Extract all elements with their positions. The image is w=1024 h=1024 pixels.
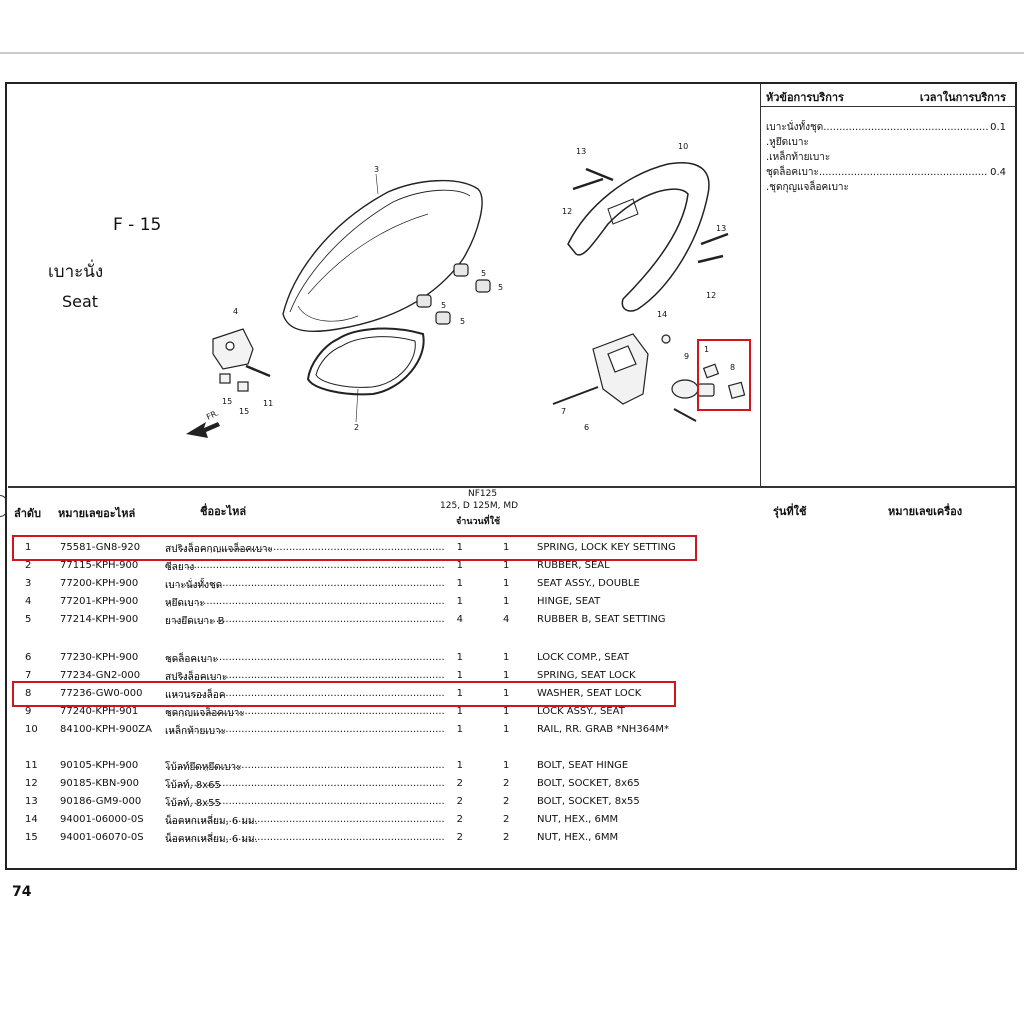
seat-drawing — [282, 179, 483, 333]
callout: 14 — [657, 310, 667, 319]
col-header-no: ลำดับ — [14, 507, 42, 520]
top-divider — [0, 52, 1024, 54]
callout: 9 — [684, 352, 689, 361]
callout: 1 — [704, 345, 709, 354]
service-items: เบาะนั่งทั้งชุด.........................… — [766, 120, 1006, 195]
table-row: 11 90105-KPH-900 โบ้ลท์ยึดหูยึดเบาะ ....… — [25, 760, 629, 771]
service-item: .หูยึดเบาะ — [766, 137, 809, 148]
table-row: 8 77236-GW0-000 แหวนรองล็อค ............… — [25, 688, 642, 699]
callout: 4 — [233, 307, 238, 316]
table-row: 4 77201-KPH-900 หูยึดเบาะ ..............… — [25, 596, 601, 607]
table-row: 9 77240-KPH-901 ชุดกุญแจล็อคเบาะ .......… — [25, 706, 625, 717]
service-panel-header: หัวข้อการบริการ เวลาในการบริการ — [761, 84, 1016, 107]
exploded-diagram: FR. 3 4 5 5 5 5 2 15 15 11 13 12 10 13 1… — [8, 84, 758, 486]
catalog-frame — [5, 82, 1017, 870]
page-number: 74 — [12, 884, 32, 900]
table-row: 7 77234-GN2-000 สปริงล็อคเบาะ ..........… — [25, 670, 636, 681]
callout: 7 — [561, 407, 566, 416]
rubber-seal-drawing — [306, 327, 425, 396]
callout: 2 — [354, 423, 359, 432]
diagram-highlight-box — [697, 339, 751, 411]
col-header-part-name: ชื่ออะไหล่ — [200, 505, 247, 518]
service-time-header: เวลาในการบริการ — [919, 91, 1006, 104]
service-item: .ชุดกุญแจล็อคเบาะ — [766, 182, 849, 193]
exploded-diagram-svg: FR. 3 4 5 5 5 5 2 15 15 11 13 12 10 13 1… — [186, 142, 751, 438]
service-time-panel: หัวข้อการบริการ เวลาในการบริการ เบาะนั่ง… — [760, 84, 1016, 486]
callout: 5 — [498, 283, 503, 292]
callout: 5 — [460, 317, 465, 326]
table-row: 15 94001-06070-0S น็อตหกเหลี่ยม, 6 มม. .… — [25, 832, 619, 843]
row-highlight-item-8 — [12, 681, 676, 707]
table-row: 12 90185-KBN-900 โบ้ลท์, 8x65 ..........… — [25, 778, 640, 789]
service-item: ชุดล็อคเบาะ.............................… — [766, 165, 1006, 180]
model-variants: 125, D 125M, MD — [440, 501, 519, 511]
front-arrow: FR. — [186, 408, 220, 438]
col-header-models-used: รุ่นที่ใช้ — [773, 505, 807, 518]
callout: 12 — [562, 207, 572, 216]
callout: 12 — [706, 291, 716, 300]
col-header-engine-number: หมายเลขเครื่อง — [888, 505, 963, 518]
callout: 3 — [374, 165, 379, 174]
callout-numbers: 3 4 5 5 5 5 2 15 15 11 13 12 10 13 12 14… — [222, 142, 735, 432]
callout: 5 — [441, 301, 446, 310]
table-row: 1 75581-GN8-920 สปริงล็อคกุญแจล็อคเบาะ .… — [25, 542, 676, 553]
service-item: เบาะนั่งทั้งชุด.........................… — [766, 120, 1006, 135]
section-divider — [8, 486, 1015, 488]
callout: 15 — [239, 407, 249, 416]
table-row: 2 77115-KPH-900 ซีลยาง .................… — [25, 560, 610, 571]
seat-lock-drawing — [552, 333, 746, 422]
callout: 13 — [716, 224, 726, 233]
figure-title-thai: เบาะนั่ง — [48, 262, 104, 282]
qty-header: จำนวนที่ใช้ — [456, 517, 501, 527]
table-row: 5 77214-KPH-900 ยางยึดเบาะ B ...........… — [25, 614, 666, 625]
figure-title-english: Seat — [62, 292, 99, 311]
callout: 13 — [576, 147, 586, 156]
hinge-drawing — [212, 328, 271, 392]
rubber-b-drawing — [416, 263, 491, 325]
col-header-part-number: หมายเลขอะไหล่ — [58, 507, 136, 520]
model-name: NF125 — [468, 489, 498, 499]
figure-code: F - 15 — [113, 215, 162, 235]
callout: 15 — [222, 397, 232, 406]
table-row: 13 90186-GM9-000 โบ้ลท์, 8x55 ..........… — [25, 796, 640, 807]
grab-rail-drawing — [567, 162, 729, 312]
fr-label: FR. — [205, 408, 220, 421]
table-row: 10 84100-KPH-900ZA เหล็กท้ายเบาะ .......… — [25, 724, 670, 735]
callout: 6 — [584, 423, 589, 432]
binder-hole — [0, 495, 7, 517]
table-row: 6 77230-KPH-900 ชุดล็อคเบาะ ............… — [25, 652, 630, 663]
callout: 11 — [263, 399, 273, 408]
table-row: 3 77200-KPH-900 เบาะนั่งทั้งชุด ........… — [25, 578, 640, 589]
service-topic-header: หัวข้อการบริการ — [766, 91, 844, 104]
callout: 8 — [730, 363, 735, 372]
callout: 5 — [481, 269, 486, 278]
callout: 10 — [678, 142, 688, 151]
row-highlight-item-1 — [12, 535, 697, 561]
table-row: 14 94001-06000-0S น็อตหกเหลี่ยม, 6 มม. .… — [25, 814, 619, 825]
service-item: .เหล็กท้ายเบาะ — [766, 152, 831, 163]
